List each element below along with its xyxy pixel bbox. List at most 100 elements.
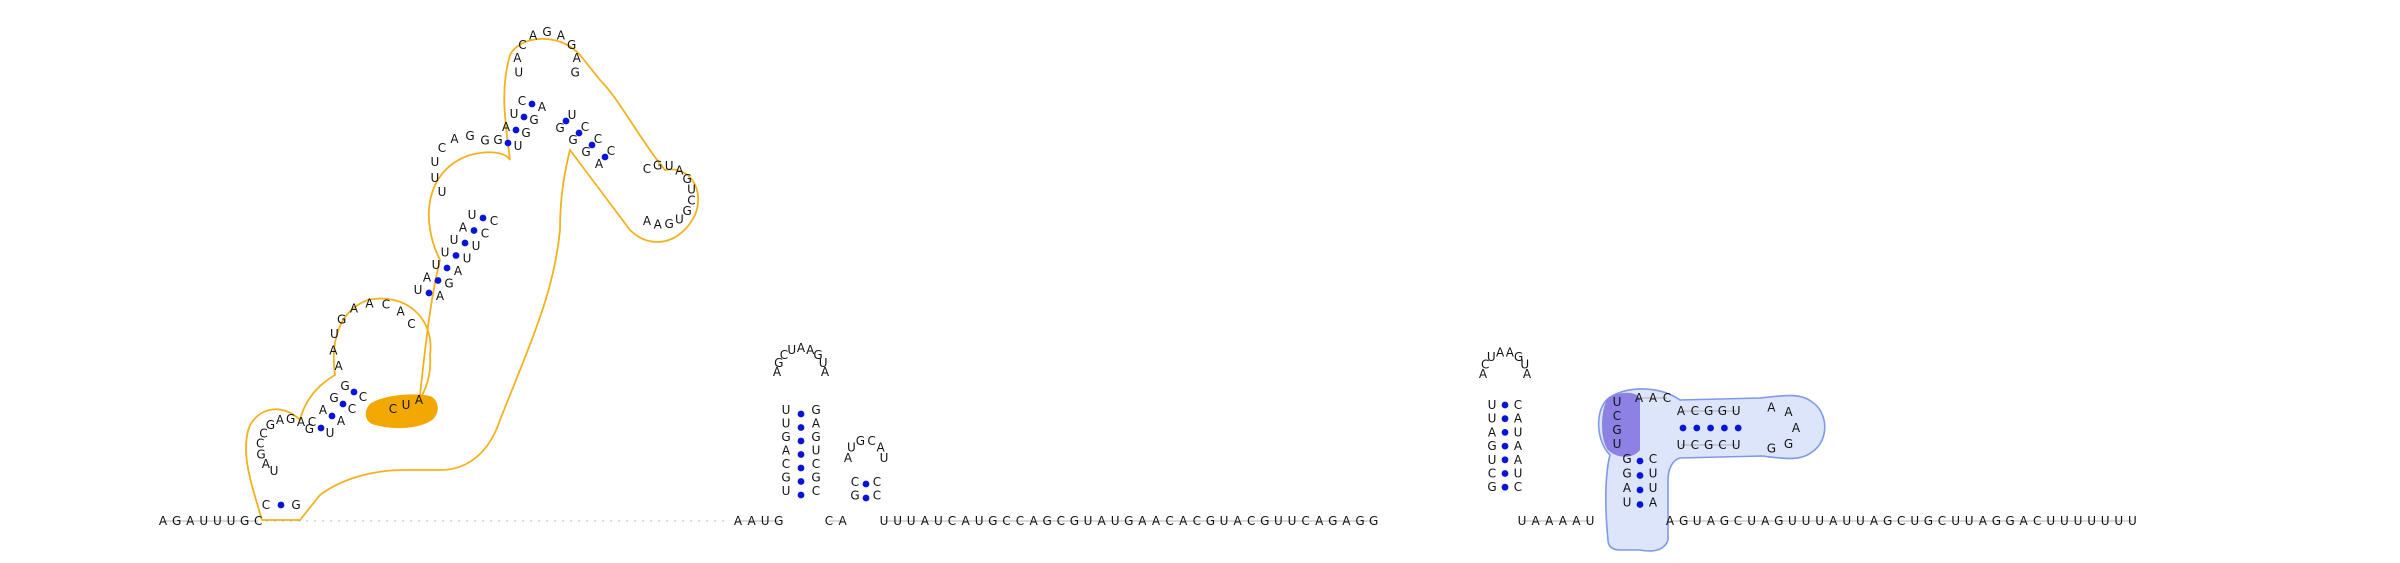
tail-3prime: G (1679, 514, 1688, 528)
tail-3prime: G (2005, 514, 2014, 528)
blue-loop: G (1767, 442, 1776, 456)
linker-long: C (1301, 514, 1309, 528)
yellow-stem-2: A (454, 264, 463, 278)
linker-long: C (1165, 514, 1173, 528)
blue-domain-highlight (1597, 388, 1826, 552)
base-pair-dot (1734, 424, 1742, 432)
blue-purple-nts: U (1613, 395, 1622, 409)
yellow-bottom-loop: G (286, 412, 295, 426)
base-pair-dot (434, 277, 442, 284)
hairpin-2-stem-right: C (873, 475, 881, 489)
hairpin-3-loop: A (1506, 346, 1515, 360)
base-pair-dot (512, 126, 520, 134)
purple-domain-highlight (1602, 392, 1640, 457)
hairpin-3-stem-left: G (1487, 439, 1496, 453)
hairpin-2-stem-left: G (850, 489, 859, 503)
yellow-upper-loop: G (465, 129, 474, 143)
base-pair-dot (797, 410, 805, 418)
hairpin-3-loop: G (1514, 350, 1523, 364)
yellow-top-loop: A (513, 51, 522, 65)
tail-3prime: A (1761, 514, 1770, 528)
base-pair-dot (797, 464, 805, 472)
linker-long: G (1355, 514, 1364, 528)
yellow-stem-1: C (348, 402, 356, 416)
linker-long: A (1029, 514, 1038, 528)
yellow-right-loop: C (687, 194, 695, 208)
yellow-stem-3: C (518, 94, 526, 108)
hairpin-1-stem-right: G (811, 430, 820, 444)
hairpin-1-stem-right: U (812, 444, 821, 458)
tail-3prime: G (1774, 514, 1783, 528)
hairpin-3-loop: C (1481, 358, 1489, 372)
tail-3prime: C (1938, 514, 1946, 528)
base-pair-dot (504, 139, 512, 147)
hairpin-3-stem-left: U (1488, 412, 1497, 426)
yellow-highlight-nt: A (415, 393, 424, 407)
hairpin-3-loop: A (1523, 367, 1532, 381)
tail-5prime: G (240, 514, 249, 528)
tail-3prime: U (2060, 514, 2069, 528)
yellow-stem-4: G (568, 133, 577, 147)
linker-long: A (1342, 514, 1351, 528)
yellow-stem-2: U (463, 252, 472, 266)
tail-3prime: U (1965, 514, 1974, 528)
hairpin-2-stem-right: C (873, 489, 881, 503)
hairpin-1-stem-right: A (812, 417, 821, 431)
base-pair-dot (317, 424, 325, 432)
hairpin-3-stem-right: A (1514, 439, 1523, 453)
yellow-foot: G (291, 498, 300, 512)
hairpin-1-loop: C (780, 348, 788, 362)
yellow-top-loop: C (518, 38, 526, 52)
base-pair-dot (1636, 501, 1644, 508)
base-pair-dot (1636, 457, 1644, 465)
base-pair-dot (528, 100, 536, 108)
tail-3prime: U (2114, 514, 2123, 528)
yellow-top-loop: G (542, 25, 551, 39)
tail-3prime: A (1666, 514, 1675, 528)
tail-5prime: U (199, 514, 208, 528)
hairpin-1-loop: G (774, 356, 783, 370)
hairpin-1-loop: U (787, 343, 796, 357)
blue-helix-bottom: G (1704, 438, 1713, 452)
yellow-stem-2: A (423, 271, 432, 285)
blue-helix-top: G (1718, 404, 1727, 418)
linker-long: A (1138, 514, 1147, 528)
linker-long: G (1206, 514, 1215, 528)
yellow-stem-2: G (444, 277, 453, 291)
base-pair-dot (452, 252, 460, 259)
linker-long: A (1315, 514, 1324, 528)
blue-stem-right: C (1649, 452, 1657, 466)
tail-3prime: U (1842, 514, 1851, 528)
base-pair-dot (1707, 424, 1714, 432)
blue-helix-bottom: C (1718, 438, 1726, 452)
base-pair-dot (797, 424, 805, 431)
hairpin-1-stem-left: U (782, 403, 791, 417)
yellow-stem-3: U (510, 107, 519, 121)
yellow-middle-loop: G (337, 312, 346, 326)
yellow-stem-1: A (319, 403, 328, 417)
linker-1: U (761, 514, 770, 528)
base-pair-dot (1501, 401, 1509, 409)
yellow-stem-3: U (514, 139, 523, 153)
yellow-upper-loop: A (450, 132, 459, 146)
hairpin-1-stem-left: G (781, 430, 790, 444)
hairpin-1-loop: U (819, 356, 828, 370)
tail-3prime: C (1734, 514, 1742, 528)
base-pair-dot (277, 501, 285, 509)
yellow-solid-highlight (365, 394, 438, 429)
base-pair-dot (1501, 470, 1509, 477)
base-pair-dot (797, 491, 805, 499)
yellow-highlight-nt: C (389, 402, 397, 416)
base-pair-dot (470, 227, 478, 234)
base-pair-dot (1679, 424, 1687, 432)
hairpin-1-stem-left: U (782, 484, 791, 498)
yellow-stem-1: U (326, 426, 335, 440)
linker-long: U (1274, 514, 1283, 528)
blue-loop: A (1767, 400, 1776, 414)
linker-long: G (1124, 514, 1133, 528)
linker-long: G (1328, 514, 1337, 528)
linker-long: U (893, 514, 902, 528)
hairpin-1-stem-right: C (812, 484, 820, 498)
yellow-right-loop: G (653, 158, 662, 172)
